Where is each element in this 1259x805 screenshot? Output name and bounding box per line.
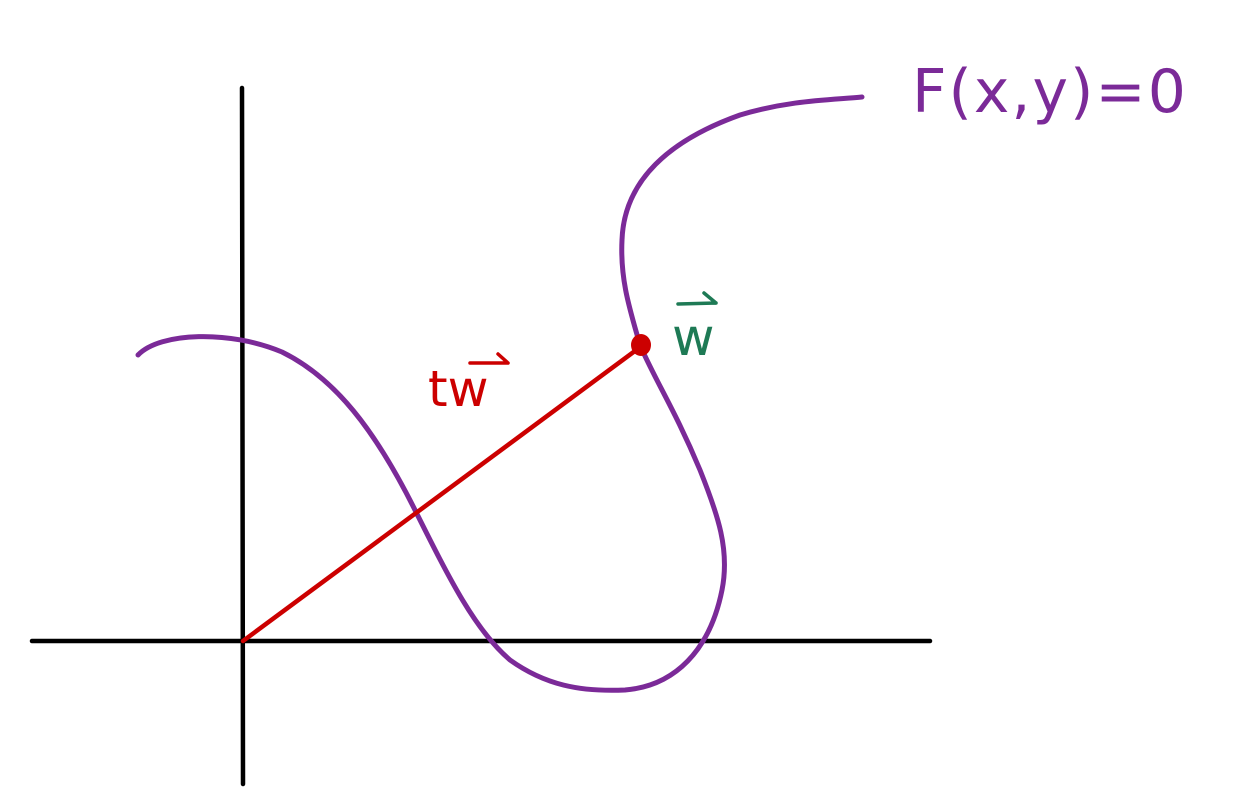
scaled-vector-line: [240, 342, 646, 644]
vector-label-text: w: [672, 308, 715, 368]
vector-endpoint-dot: [631, 334, 651, 356]
vector-label: w: [672, 291, 718, 368]
scaled-vector-label: tw: [428, 352, 510, 418]
scaled-vector-arrow-icon: [468, 352, 510, 365]
vector-arrow-icon: [676, 291, 718, 306]
curve-equation-label: F(x,y)=0: [912, 57, 1188, 127]
scaled-vector-label-text: tw: [428, 360, 489, 418]
y-axis: [239, 85, 246, 787]
implicit-curve: [135, 94, 865, 693]
axes: [29, 85, 933, 787]
